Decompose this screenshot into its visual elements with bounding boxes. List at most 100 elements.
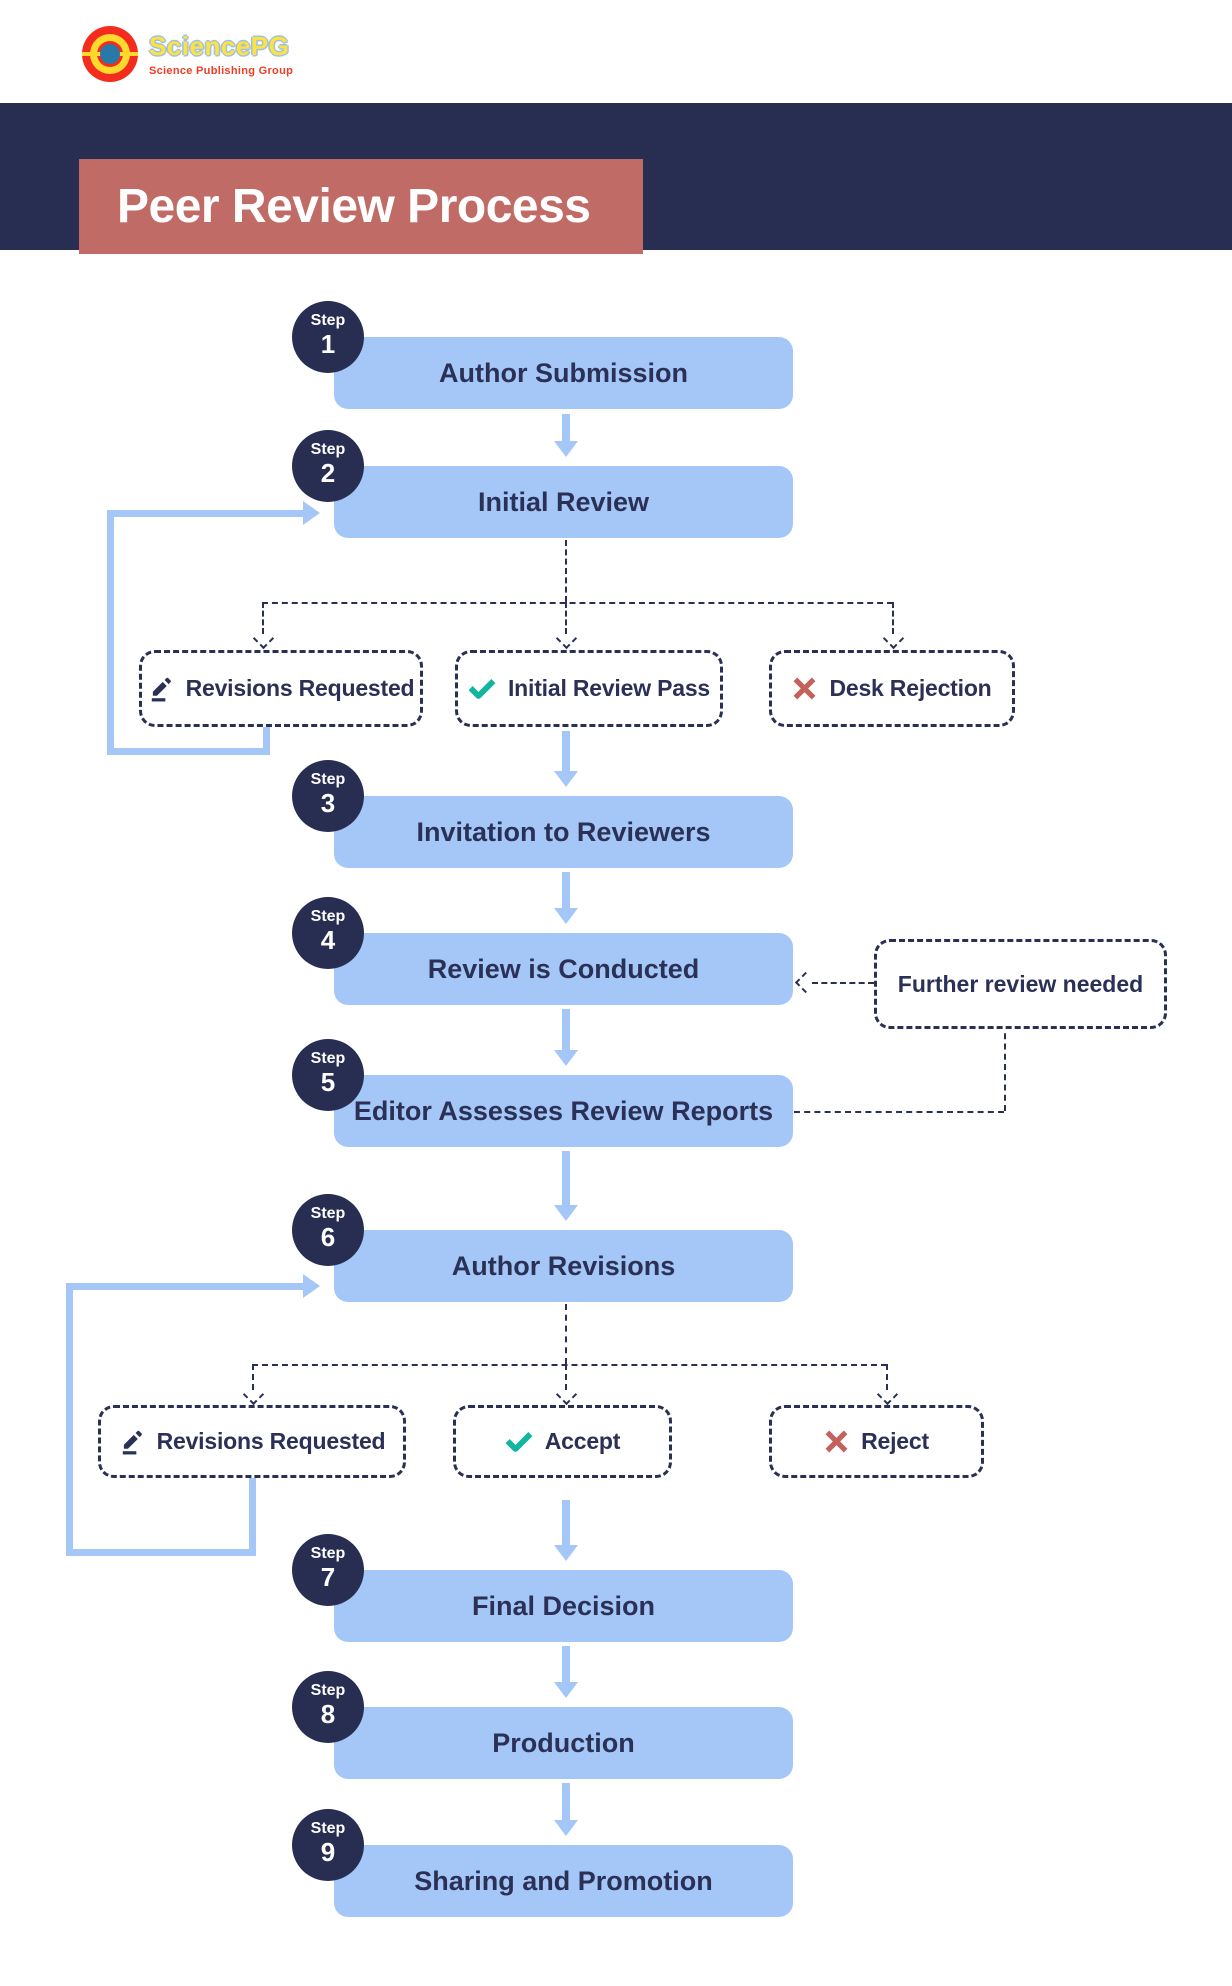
step-word: Step	[310, 1820, 346, 1838]
dashed-arrowhead-down	[876, 1383, 899, 1406]
step-number: 4	[320, 925, 336, 956]
step-number: 5	[320, 1067, 336, 1098]
step-number: 3	[320, 788, 336, 819]
step-3-box: Invitation to Reviewers	[334, 796, 793, 868]
branch-label: Revisions Requested	[156, 1428, 386, 1454]
flow-arrow-3-4	[554, 872, 578, 924]
step-number: 9	[320, 1837, 336, 1868]
loop-arrow-segment	[107, 510, 114, 755]
dashed-connector	[565, 1304, 567, 1364]
dashed-connector	[252, 1364, 254, 1390]
step-6-label: Author Revisions	[451, 1250, 676, 1281]
step-1-badge: Step 1	[292, 301, 364, 373]
branch-label: Initial Review Pass	[507, 675, 711, 701]
x-icon	[792, 676, 817, 701]
step-5-label: Editor Assesses Review Reports	[353, 1095, 774, 1126]
loop-arrow-segment	[263, 727, 270, 753]
step-9-badge: Step 9	[292, 1809, 364, 1881]
step-9-label: Sharing and Promotion	[414, 1865, 713, 1896]
step-2-badge: Step 2	[292, 430, 364, 502]
step-4-box: Review is Conducted	[334, 933, 793, 1005]
check-icon	[468, 675, 496, 703]
branch-desk-rejection: Desk Rejection	[769, 650, 1015, 727]
step-word: Step	[310, 312, 346, 330]
step-word: Step	[310, 1205, 346, 1223]
step-6-badge: Step 6	[292, 1194, 364, 1266]
step-number: 2	[320, 458, 336, 489]
page-title: Peer Review Process	[117, 180, 591, 233]
x-icon	[824, 1429, 849, 1454]
step-2-label: Initial Review	[477, 486, 650, 517]
flow-arrow-7-8	[554, 1646, 578, 1698]
note-further-review-needed: Further review needed	[874, 939, 1167, 1029]
check-icon	[505, 1428, 533, 1456]
step-word: Step	[310, 771, 346, 789]
flow-arrow-1-2	[554, 414, 578, 457]
dashed-connector	[262, 602, 893, 604]
flow-arrow-5-6	[554, 1151, 578, 1221]
dashed-connector	[565, 540, 567, 602]
step-7-badge: Step 7	[292, 1534, 364, 1606]
flow-arrow-branch-3	[554, 731, 578, 787]
step-4-badge: Step 4	[292, 897, 364, 969]
dashed-arrowhead-down	[242, 1383, 265, 1406]
dashed-connector	[794, 1111, 1004, 1113]
step-number: 6	[320, 1222, 336, 1253]
loop-arrow-segment	[66, 1283, 73, 1556]
branch-reject: Reject	[769, 1405, 984, 1478]
step-word: Step	[310, 908, 346, 926]
dashed-connector	[565, 1364, 567, 1390]
dashed-connector	[812, 982, 874, 984]
step-number: 1	[320, 329, 336, 360]
title-box: Peer Review Process	[79, 159, 643, 254]
logo-title: SciencePG	[149, 31, 290, 61]
logo-subtitle: Science Publishing Group	[149, 65, 294, 77]
logo-text-block: SciencePG Science Publishing Group	[149, 31, 293, 77]
pencil-icon	[148, 676, 174, 702]
dashed-connector	[565, 602, 567, 634]
step-5-box: Editor Assesses Review Reports	[334, 1075, 793, 1147]
dashed-arrowhead-down	[882, 627, 905, 650]
logo-core	[100, 44, 120, 64]
step-number: 7	[320, 1562, 336, 1593]
branch-label: Accept	[544, 1428, 621, 1454]
branch-revisions-requested-2: Revisions Requested	[98, 1405, 406, 1478]
step-9-box: Sharing and Promotion	[334, 1845, 793, 1917]
branch-label: Revisions Requested	[185, 675, 415, 701]
sciencepg-logo-icon	[82, 26, 138, 82]
dashed-arrowhead-down	[555, 627, 578, 650]
dashed-connector	[892, 602, 894, 634]
loop-arrow-segment	[249, 1478, 256, 1556]
dashed-connector	[262, 602, 264, 634]
flow-arrow-4-5	[554, 1009, 578, 1066]
step-1-label: Author Submission	[439, 357, 688, 388]
pencil-icon	[119, 1429, 145, 1455]
dashed-arrowhead-left	[794, 971, 817, 994]
step-5-badge: Step 5	[292, 1039, 364, 1111]
loop-arrow-segment	[107, 748, 270, 755]
step-word: Step	[310, 1682, 346, 1700]
step-2-box: Initial Review	[334, 466, 793, 538]
loop-arrow-segment	[66, 1283, 303, 1290]
step-8-badge: Step 8	[292, 1671, 364, 1743]
branch-accept: Accept	[453, 1405, 672, 1478]
dashed-connector	[1004, 1023, 1006, 1111]
branch-label: Desk Rejection	[829, 675, 992, 701]
step-3-label: Invitation to Reviewers	[416, 816, 711, 847]
step-word: Step	[310, 441, 346, 459]
branch-revisions-requested-1: Revisions Requested	[139, 650, 423, 727]
step-6-box: Author Revisions	[334, 1230, 793, 1302]
step-4-label: Review is Conducted	[427, 953, 700, 984]
step-3-badge: Step 3	[292, 760, 364, 832]
step-word: Step	[310, 1050, 346, 1068]
loop-arrowhead-right	[303, 501, 320, 525]
step-8-box: Production	[334, 1707, 793, 1779]
dashed-arrowhead-down	[555, 1383, 578, 1406]
loop-arrowhead-right	[303, 1274, 320, 1298]
flow-arrow-8-9	[554, 1783, 578, 1836]
logo: SciencePG Science Publishing Group	[82, 26, 293, 82]
dashed-arrowhead-down	[252, 627, 275, 650]
flow-arrow-branch-7	[554, 1500, 578, 1561]
note-label: Further review needed	[897, 970, 1144, 997]
step-7-box: Final Decision	[334, 1570, 793, 1642]
